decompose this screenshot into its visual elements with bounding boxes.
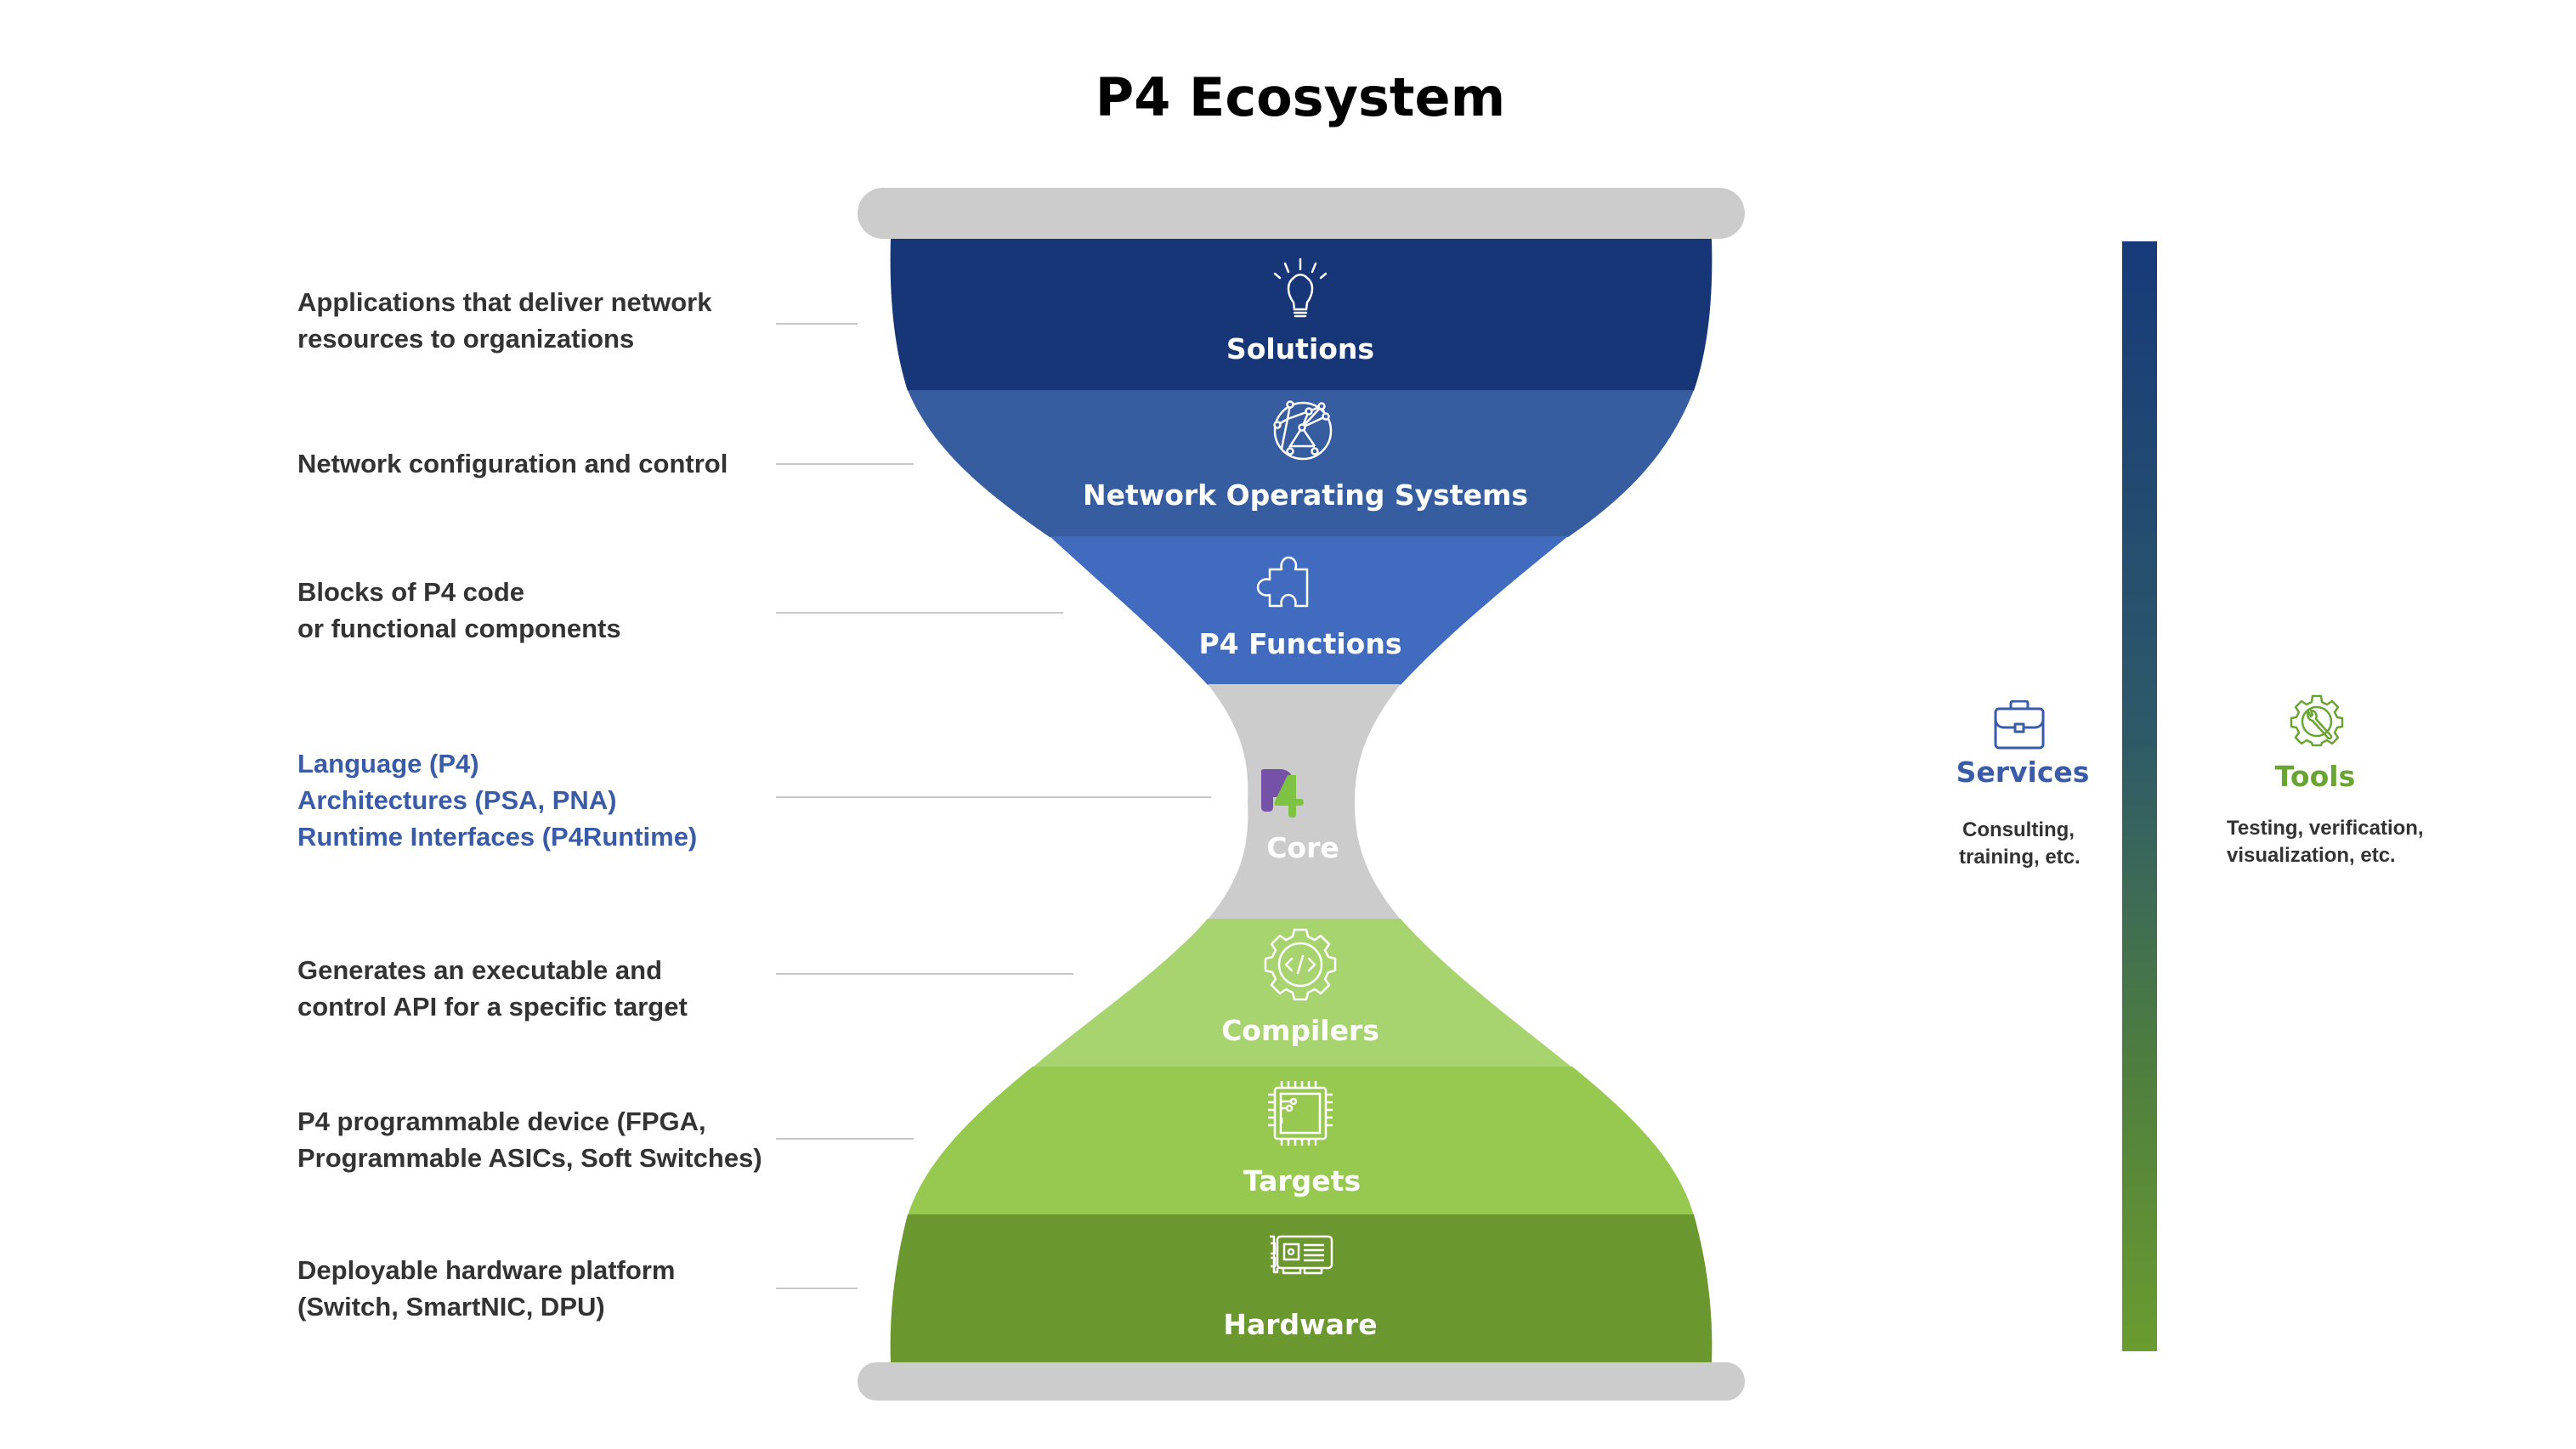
layer-core	[1208, 684, 1401, 920]
chip-icon	[1268, 1081, 1333, 1146]
description-line: Applications that deliver network	[297, 287, 712, 317]
description-line: Consulting,	[1962, 818, 2075, 841]
description-line: or functional components	[297, 614, 621, 643]
description-compilers: Generates an executable and control API …	[297, 952, 688, 1025]
tools-title: Tools	[2274, 760, 2356, 793]
layer-label-nos: Network Operating Systems	[1083, 478, 1528, 512]
description-line: control API for a specific target	[297, 992, 688, 1022]
description-line: Programmable ASICs, Soft Switches)	[297, 1143, 762, 1173]
layer-targets	[908, 1067, 1694, 1215]
connector-line-hardware	[776, 1288, 858, 1289]
connector-line-p4-functions	[776, 612, 1063, 614]
description-hardware: Deployable hardware platform (Switch, Sm…	[297, 1252, 675, 1325]
layer-p4-functions	[1050, 536, 1568, 685]
description-line: resources to organizations	[297, 324, 635, 354]
description-line: Deployable hardware platform	[297, 1255, 676, 1285]
layer-label-core: Core	[1266, 831, 1339, 864]
lightbulb-icon	[1273, 258, 1328, 318]
description-line: Testing, verification,	[2227, 817, 2424, 840]
gradient-divider-bar	[2122, 241, 2157, 1351]
description-line: Network configuration and control	[297, 449, 728, 478]
connector-line-targets	[776, 1138, 914, 1140]
description-p4-functions: Blocks of P4 code or functional componen…	[297, 574, 621, 647]
top-cap	[858, 188, 1745, 239]
p4-logo-icon	[1261, 769, 1304, 818]
description-line: Blocks of P4 code	[297, 577, 525, 607]
connector-line-compilers	[776, 973, 1073, 975]
bottom-cap	[858, 1362, 1745, 1401]
layer-label-solutions: Solutions	[1226, 332, 1374, 365]
layer-solutions	[890, 239, 1713, 391]
description-solutions: Applications that deliver network resour…	[297, 284, 711, 357]
gear-code-icon	[1264, 928, 1337, 1001]
description-line: P4 programmable device (FPGA,	[297, 1107, 706, 1136]
description-line: training, etc.	[1959, 846, 2081, 869]
connector-line-solutions	[776, 323, 858, 325]
network-card-icon	[1270, 1235, 1333, 1275]
description-targets: P4 programmable device (FPGA, Programmab…	[297, 1103, 762, 1176]
connector-line-nos	[776, 463, 914, 465]
description-nos: Network configuration and control	[297, 445, 728, 482]
description-line: Language (P4)	[297, 749, 479, 778]
description-line: Runtime Interfaces (P4Runtime)	[297, 822, 698, 852]
layer-label-p4-functions: P4 Functions	[1199, 627, 1402, 660]
services-description: Consulting, training, etc.	[1959, 817, 2081, 871]
description-line: Architectures (PSA, PNA)	[297, 785, 617, 815]
layer-label-hardware: Hardware	[1223, 1308, 1377, 1341]
layer-hardware	[890, 1214, 1713, 1363]
briefcase-icon	[1994, 700, 2045, 750]
page-title: P4 Ecosystem	[1095, 66, 1506, 128]
layer-label-targets: Targets	[1243, 1164, 1361, 1197]
connector-line-core	[776, 796, 1211, 798]
layer-compilers	[1033, 919, 1572, 1067]
tools-description: Testing, verification, visualization, et…	[2227, 815, 2424, 869]
description-line: visualization, etc.	[2227, 844, 2396, 867]
gear-wrench-icon	[2290, 694, 2344, 747]
layer-label-compilers: Compilers	[1221, 1014, 1379, 1047]
layer-nos	[908, 390, 1694, 537]
description-core: Language (P4) Architectures (PSA, PNA) R…	[297, 745, 697, 855]
puzzle-piece-icon	[1256, 556, 1309, 608]
description-line: Generates an executable and	[297, 955, 663, 985]
services-title: Services	[1956, 756, 2090, 789]
network-globe-icon	[1273, 400, 1333, 461]
description-line: (Switch, SmartNIC, DPU)	[297, 1292, 605, 1322]
